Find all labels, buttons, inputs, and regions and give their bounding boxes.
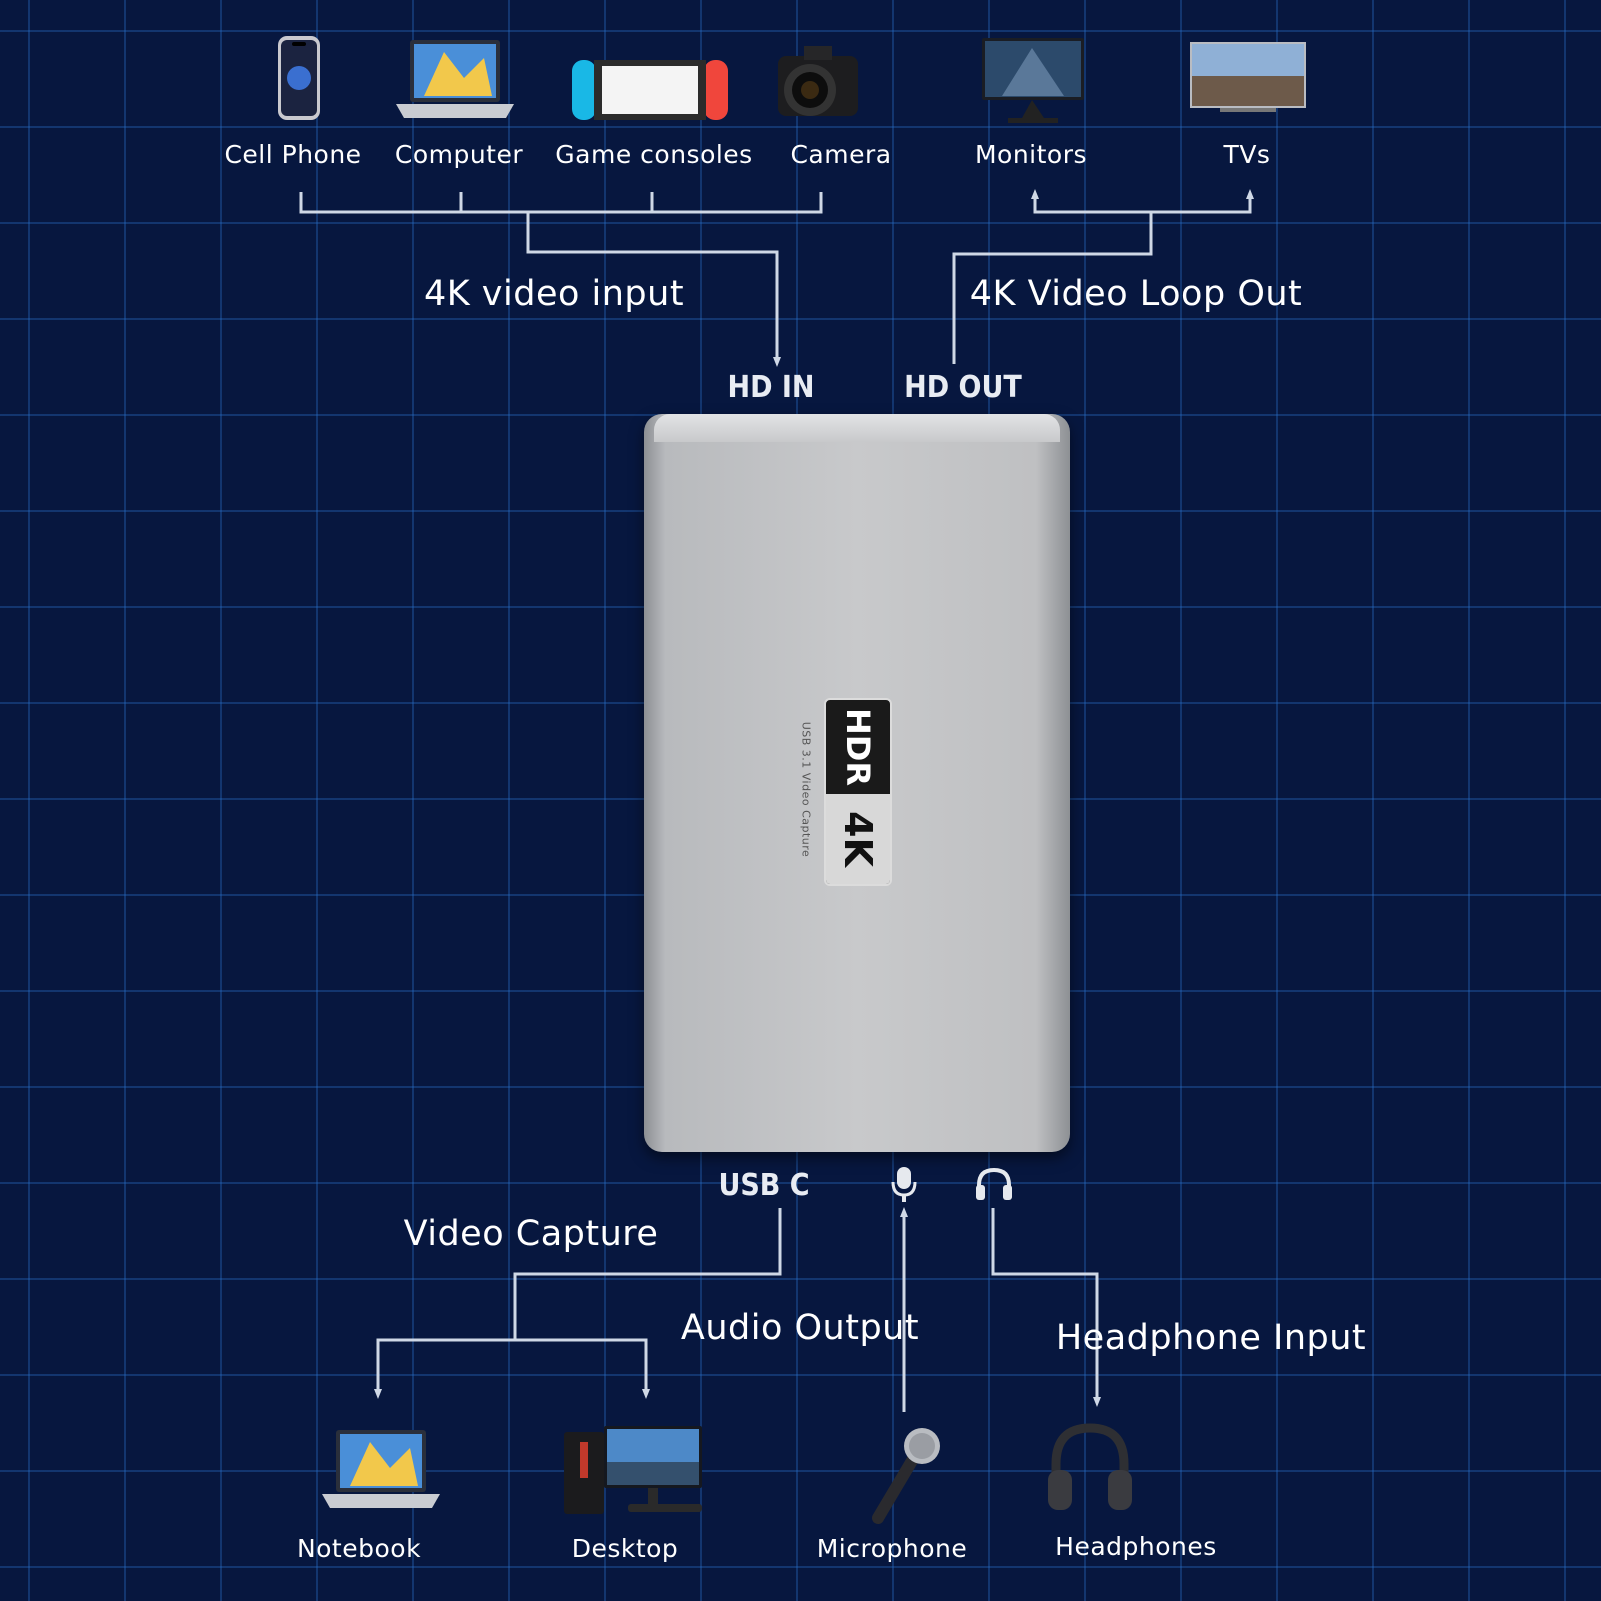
headphone-port-icon	[976, 1167, 1012, 1200]
game-console-icon	[572, 60, 728, 120]
headphone-line	[991, 1208, 1101, 1407]
audio-output-section-label: Audio Output	[680, 1308, 920, 1348]
microphone-icon	[872, 1428, 940, 1524]
output-feed-line	[952, 212, 1153, 364]
camera-icon	[778, 46, 858, 116]
cell-phone-icon	[278, 36, 320, 120]
hd-out-port-label: HD OUT	[904, 370, 1022, 405]
headphones-icon	[1048, 1423, 1132, 1510]
desktop-icon	[564, 1426, 702, 1514]
input-device-label: Camera	[790, 140, 892, 169]
input-device-label: Cell Phone	[224, 140, 362, 169]
input-device-label: Game consoles	[555, 140, 753, 169]
microphone-port-icon	[891, 1167, 917, 1202]
video-input-section-label: 4K video input	[423, 274, 685, 314]
usb-feed-line	[513, 1208, 782, 1340]
output-device-label: Notebook	[296, 1534, 422, 1563]
output-bracket-line	[1031, 189, 1254, 214]
device-subtext: USB 3.1 Video Capture	[799, 721, 813, 857]
input-device-label: Computer	[394, 140, 524, 169]
capture-card-device: USB 3.1 Video Capture HDR 4K	[644, 414, 1070, 1152]
loop-out-section-label: 4K Video Loop Out	[969, 274, 1303, 314]
input-bracket-line	[299, 192, 823, 214]
output-device-label: TVs	[1223, 140, 1271, 169]
computer-icon	[396, 40, 514, 118]
headphone-input-section-label: Headphone Input	[1055, 1318, 1367, 1358]
output-device-label: Desktop	[571, 1534, 679, 1563]
hd-in-port-label: HD IN	[727, 370, 815, 405]
video-capture-section-label: Video Capture	[403, 1214, 659, 1254]
4k-hdr-badge: HDR 4K	[824, 698, 892, 886]
input-feed-line	[526, 212, 781, 367]
device-top-edge	[654, 414, 1060, 442]
notebook-icon	[322, 1430, 440, 1508]
monitor-icon	[982, 38, 1084, 123]
output-device-label: Headphones	[1055, 1532, 1217, 1561]
usb-c-port-label: USB C	[718, 1168, 810, 1203]
usb-split-line	[374, 1338, 650, 1399]
input-device-label: Microphone	[816, 1534, 968, 1563]
tv-icon	[1190, 42, 1306, 112]
output-device-label: Monitors	[974, 140, 1088, 169]
hdr-badge-section: HDR	[839, 708, 878, 786]
4k-badge-section: 4K	[826, 794, 890, 884]
